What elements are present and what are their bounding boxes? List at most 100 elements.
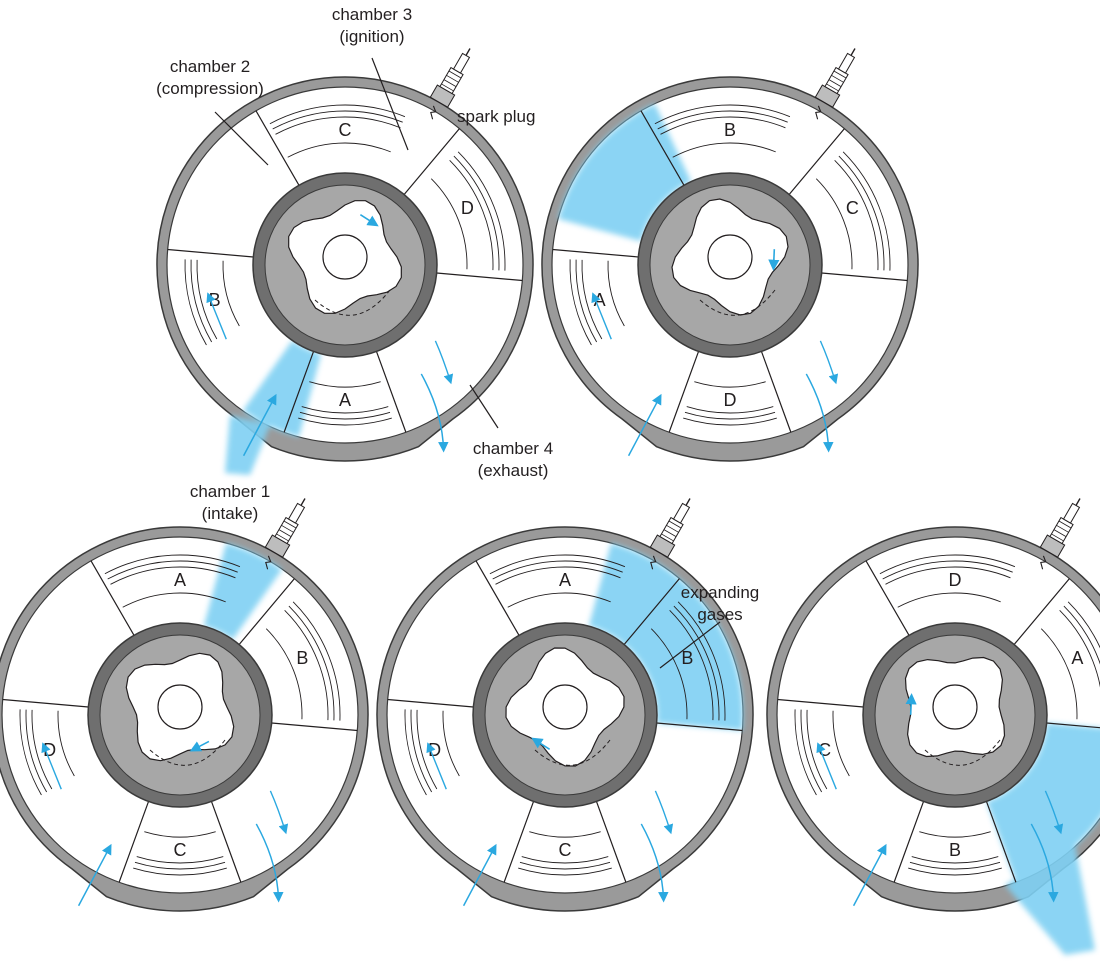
chamber-divider (271, 722, 358, 732)
segment-arc (222, 260, 240, 327)
rotation-arrow-icon (905, 693, 917, 715)
segment-arc (134, 861, 226, 870)
segment-arc (684, 411, 776, 420)
chamber-divider (668, 351, 700, 433)
segment-arc (19, 709, 42, 796)
exhaust-arrow-icon (640, 823, 669, 903)
segment-label-right: C (846, 198, 859, 218)
segment-arc (673, 605, 720, 721)
segment-arc (136, 856, 224, 864)
segment-arc (800, 709, 823, 793)
spark-plug-icon (814, 48, 856, 120)
segment-flow-arrow-icon (816, 742, 837, 790)
segment-arc (669, 610, 714, 721)
segment-flow-arrow-icon (206, 292, 227, 340)
segment-arc (107, 560, 238, 580)
intake-arrow-icon (462, 843, 497, 907)
segment-label-bottom: B (949, 840, 961, 860)
segment-arc (832, 710, 850, 777)
segment-arc (430, 178, 468, 270)
callout-lines (214, 57, 721, 669)
segment-arc (190, 259, 213, 343)
label-expanding: expanding (681, 583, 759, 602)
intake-arrow-icon (77, 843, 112, 907)
segment-arc (677, 601, 726, 721)
chamber-divider (656, 722, 743, 732)
chamber-divider (2, 698, 89, 708)
leader-expanding (659, 621, 721, 669)
chamber-divider (777, 698, 864, 708)
segment-arc (683, 417, 777, 426)
rotation-arrow-icon (531, 737, 551, 750)
label-chamber1: chamber 1 (190, 482, 270, 501)
segment-arc (309, 381, 381, 388)
chamber-divider (760, 351, 792, 433)
segment-arc (834, 160, 879, 271)
leader-chamber2 (214, 111, 269, 166)
segment-arc (287, 142, 391, 158)
segment-arc (272, 110, 403, 130)
segment-arc (457, 151, 506, 271)
rotor-hub (932, 684, 978, 730)
rotation-arrow-icon (768, 249, 780, 271)
segment-arc (897, 592, 1001, 608)
segment-flow-arrow-icon (426, 742, 447, 790)
segment-arc (650, 628, 688, 720)
segment-arc (404, 709, 427, 796)
segment-arc (879, 554, 1016, 575)
chamber-divider (403, 128, 460, 195)
segment-label-bottom: D (724, 390, 737, 410)
chamber-divider (375, 351, 407, 433)
segment-arc (301, 406, 389, 414)
chamber-divider (821, 272, 908, 282)
rotor-hub (322, 234, 368, 280)
exhaust-arrow-icon (1030, 823, 1059, 903)
segment-arc (882, 560, 1013, 580)
segment-arc (133, 867, 227, 876)
label-chamber3-sub: (ignition) (339, 27, 404, 46)
segment-arc (495, 566, 621, 585)
gas-expansion (588, 543, 743, 731)
segment-arc (1067, 601, 1100, 649)
segment-label-bottom: C (559, 840, 572, 860)
segment-arc (144, 831, 216, 838)
segment-arc (184, 259, 207, 346)
flow-arrow-icon (819, 340, 839, 385)
segment-arc (31, 709, 53, 790)
segment-arc (518, 867, 612, 876)
chamber-divider (118, 801, 150, 883)
chamber-divider (283, 351, 315, 433)
chamber-divider (865, 560, 910, 636)
chamber-divider (167, 248, 254, 258)
flow-arrow-icon (1044, 790, 1064, 835)
segment-arc (569, 259, 592, 346)
segment-arc (104, 554, 241, 575)
label-chamber4-sub: (exhaust) (478, 461, 549, 480)
chamber-divider (387, 698, 474, 708)
segment-arc (57, 710, 75, 777)
segment-arc (298, 417, 392, 426)
segment-arc (885, 566, 1011, 585)
segment-arc (284, 610, 329, 721)
segment-arc (489, 554, 626, 575)
chamber-divider (1013, 578, 1070, 645)
spark-plug-icon (1039, 498, 1081, 570)
chamber-divider (640, 110, 685, 186)
flow-arrow-icon (654, 790, 674, 835)
spark-plug-icon (649, 498, 691, 570)
segment-arc (838, 155, 885, 271)
chamber-divider (255, 110, 300, 186)
segment-arc (842, 151, 891, 271)
exhaust-arrow-icon (255, 823, 284, 903)
segment-arc (25, 709, 48, 793)
segment-arc (519, 861, 611, 870)
label-chamber3: chamber 3 (332, 5, 412, 24)
segment-flow-arrow-icon (41, 742, 62, 790)
segment-arc (672, 142, 776, 158)
leader-chamber4 (469, 384, 499, 429)
